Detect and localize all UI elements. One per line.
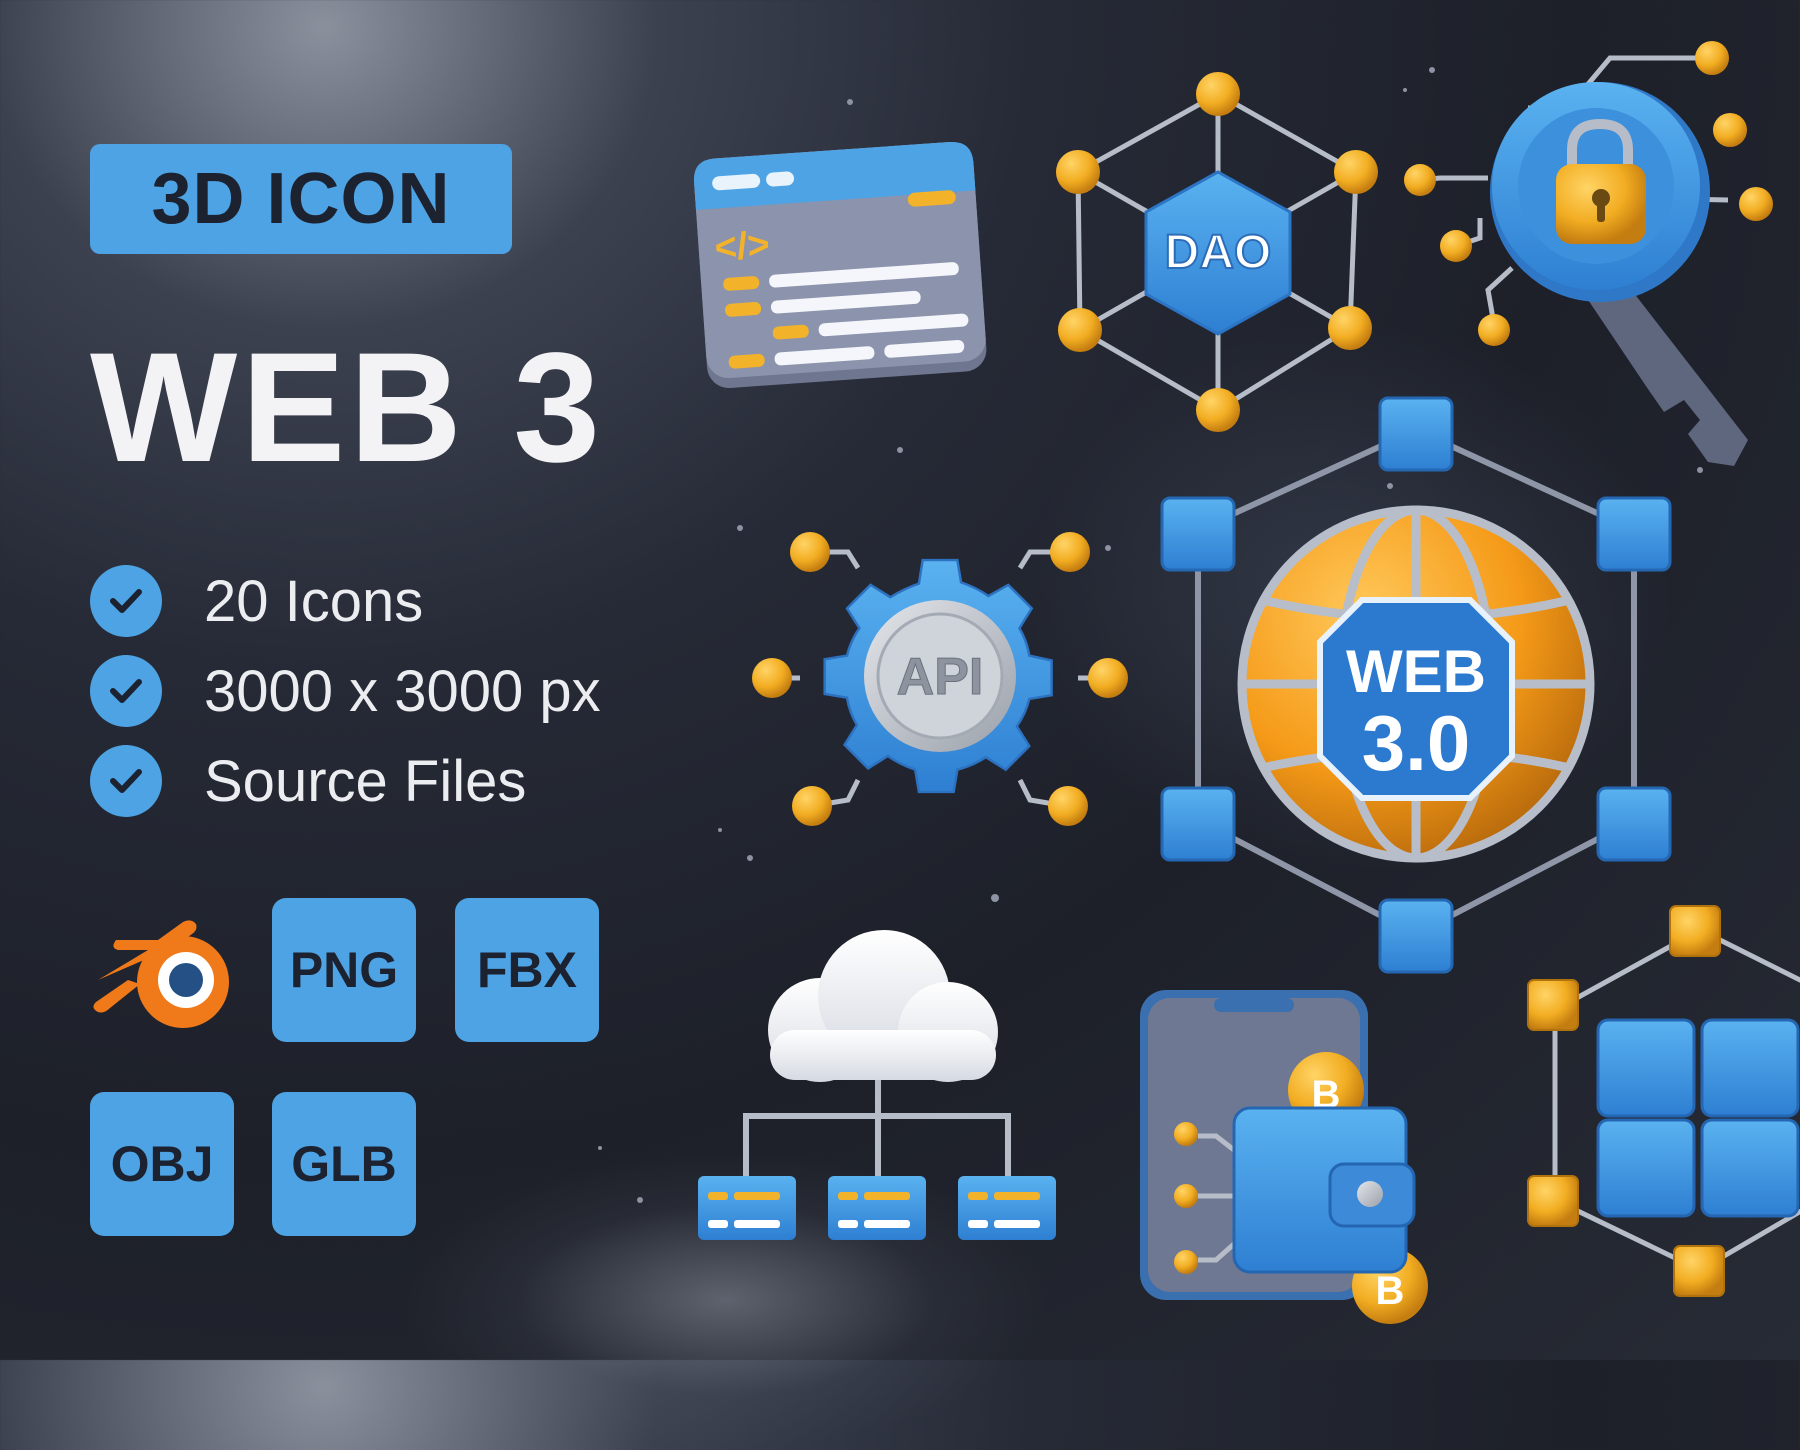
feature-item: 3000 x 3000 px bbox=[90, 646, 601, 736]
web-version-label: 3.0 bbox=[1362, 699, 1470, 787]
format-badge-glb: GLB bbox=[272, 1092, 416, 1236]
blender-logo-icon bbox=[88, 910, 238, 1030]
bitcoin-symbol: B bbox=[1376, 1269, 1405, 1313]
format-badge-obj: OBJ bbox=[90, 1092, 234, 1236]
feature-item: Source Files bbox=[90, 736, 601, 826]
dao-network-icon: DAO bbox=[1056, 72, 1378, 432]
format-badge-fbx: FBX bbox=[455, 898, 599, 1042]
web3-globe-icon: WEB 3.0 bbox=[1160, 396, 1672, 974]
category-badge: 3D ICON bbox=[90, 144, 512, 254]
feature-label: 3000 x 3000 px bbox=[204, 658, 601, 724]
crypto-wallet-icon: B B bbox=[1140, 990, 1428, 1324]
check-icon bbox=[90, 745, 162, 817]
dao-label: DAO bbox=[1165, 226, 1272, 279]
feature-label: Source Files bbox=[204, 748, 527, 814]
feature-list: 20 Icons 3000 x 3000 px Source Files bbox=[90, 556, 601, 826]
icon-illustration: </> DAO bbox=[598, 41, 1800, 1324]
check-icon bbox=[90, 655, 162, 727]
page-title: WEB 3 bbox=[90, 321, 605, 495]
security-key-icon bbox=[1404, 41, 1773, 466]
feature-label: 20 Icons bbox=[204, 568, 424, 634]
api-gear-icon: API bbox=[752, 532, 1128, 826]
check-icon bbox=[90, 565, 162, 637]
feature-item: 20 Icons bbox=[90, 556, 601, 646]
web-label: WEB bbox=[1346, 638, 1486, 705]
cloud-server-icon bbox=[698, 930, 1056, 1240]
format-badge-png: PNG bbox=[272, 898, 416, 1042]
code-window-icon: </> bbox=[694, 141, 987, 388]
blockchain-cubes-icon bbox=[1527, 905, 1800, 1297]
svg-text:</>: </> bbox=[713, 224, 771, 270]
api-label: API bbox=[897, 648, 984, 706]
